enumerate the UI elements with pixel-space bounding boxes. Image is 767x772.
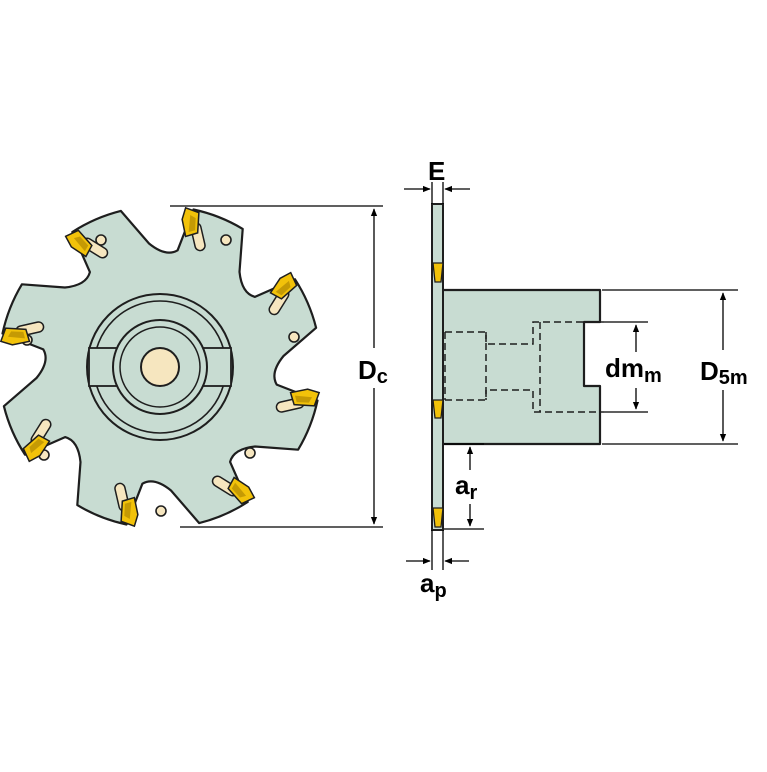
arbor-body xyxy=(438,288,602,446)
bolt-hole xyxy=(155,505,167,517)
insert-assembly xyxy=(211,475,256,505)
bolt-hole xyxy=(244,447,256,459)
insert-assembly xyxy=(64,229,109,259)
insert-shading xyxy=(7,331,25,339)
label-Dc: Dc xyxy=(358,355,388,388)
hidden-lines xyxy=(444,321,604,413)
insert-shading xyxy=(29,438,45,454)
dim-Dc-label-bg xyxy=(355,348,403,388)
cutter-front-view xyxy=(0,206,321,528)
insert-shading xyxy=(275,280,291,296)
bolt-hole xyxy=(220,234,232,246)
label-dmm: dmm xyxy=(605,353,662,387)
dim-ar-label-bg xyxy=(452,470,492,504)
insert-assembly xyxy=(275,388,321,413)
dim-E xyxy=(404,182,470,204)
dim-D5m-label-bg xyxy=(700,350,766,390)
side-insert xyxy=(432,399,444,419)
bolt-hole xyxy=(288,331,300,343)
insert-assembly xyxy=(181,206,206,252)
label-E: E xyxy=(428,156,445,186)
insert-assembly xyxy=(0,321,45,346)
insert-assembly xyxy=(268,271,298,316)
side-insert xyxy=(432,507,444,528)
hidden-bore xyxy=(445,321,604,345)
insert-assembly xyxy=(22,418,52,463)
cutting-inserts xyxy=(0,206,321,528)
insert-shading xyxy=(188,214,196,232)
insert-shading xyxy=(124,502,132,520)
hidden-bore-lower xyxy=(445,389,604,413)
dim-ap xyxy=(406,530,469,570)
cutter-side-view xyxy=(431,203,604,531)
insert-shading xyxy=(231,482,247,498)
dim-dmm-label-bg xyxy=(603,352,675,388)
insert-assembly xyxy=(114,482,139,528)
hub xyxy=(86,293,234,441)
label-D5m: D5m xyxy=(700,356,748,389)
label-ar: ar xyxy=(455,470,477,504)
label-ap: ap xyxy=(420,568,447,602)
side-inserts xyxy=(432,262,444,528)
blade-profile xyxy=(431,203,444,531)
center-bore xyxy=(140,347,180,387)
side-insert xyxy=(432,262,444,283)
insert-shading xyxy=(73,236,89,252)
bolt-hole xyxy=(95,234,107,246)
hub-inner-ring-2 xyxy=(119,326,201,408)
insert-shading xyxy=(295,395,313,403)
